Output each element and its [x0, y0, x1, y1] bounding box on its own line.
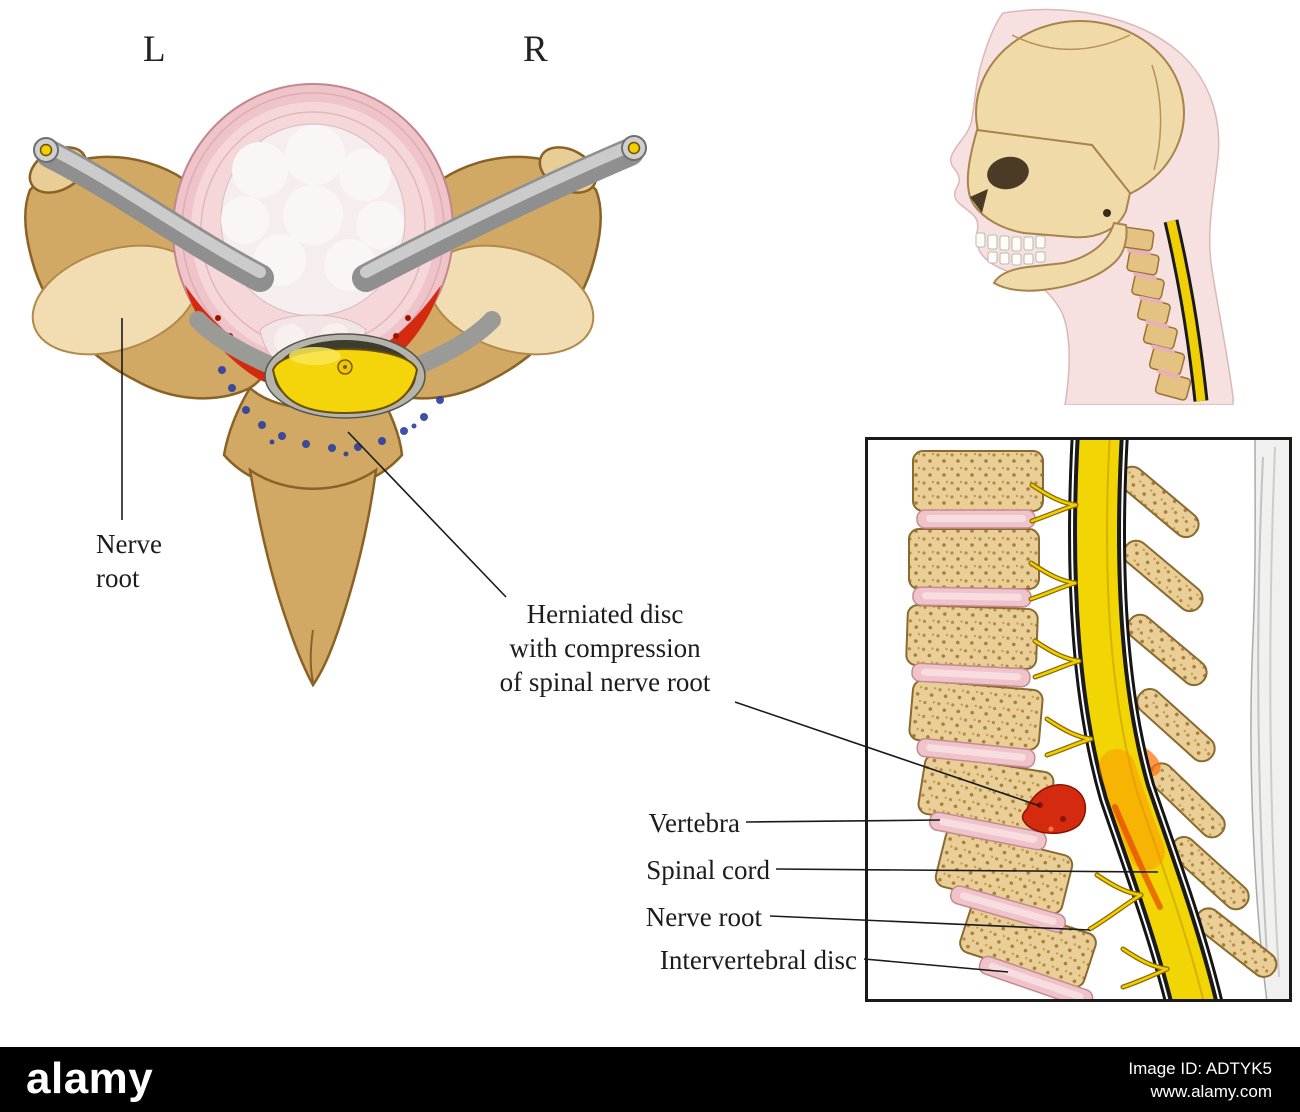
spinal-cord-axial: [264, 333, 426, 419]
spinal-nerves: [36, 138, 644, 292]
spinous-process: [248, 467, 378, 688]
posterior-elements: [1118, 465, 1278, 978]
nerve-root-sagittal-label: Nerve root: [645, 902, 762, 932]
orientation-left-marker: L: [143, 29, 166, 70]
spinal-cord-label: Spinal cord: [646, 855, 770, 885]
spinal-cord-sagittal: [1068, 437, 1224, 1002]
intervertebral-disc-label: Intervertebral disc: [659, 945, 857, 975]
sagittal-spine-illustration: [865, 437, 1292, 1002]
axial-vertebra-illustration: [23, 83, 647, 688]
skull-bone: [966, 20, 1185, 292]
website-url: www.alamy.com: [1150, 1082, 1272, 1101]
cervical-spine-neck: [1121, 219, 1209, 402]
herniated-disc-label: Herniated disc with compression of spina…: [499, 599, 711, 697]
nerve-tips: [33, 135, 647, 163]
alamy-logo: alamy: [26, 1054, 154, 1103]
watermark-bar: alamy Image ID: ADTYK5 www.alamy.com: [0, 1047, 1300, 1112]
mandible: [992, 221, 1128, 292]
orientation-right-marker: R: [523, 29, 548, 70]
skull-profile-illustration: [949, 8, 1234, 405]
image-id: Image ID: ADTYK5: [1128, 1059, 1272, 1078]
cord-compression-glow: [1099, 749, 1165, 870]
skull-details: [970, 34, 1162, 266]
vertebra-label: Vertebra: [648, 808, 740, 838]
nerve-rootlets: [1028, 482, 1170, 990]
nerve-root-label: Nerve root: [96, 529, 162, 593]
image-meta: Image ID: ADTYK5 www.alamy.com: [1128, 1057, 1272, 1103]
